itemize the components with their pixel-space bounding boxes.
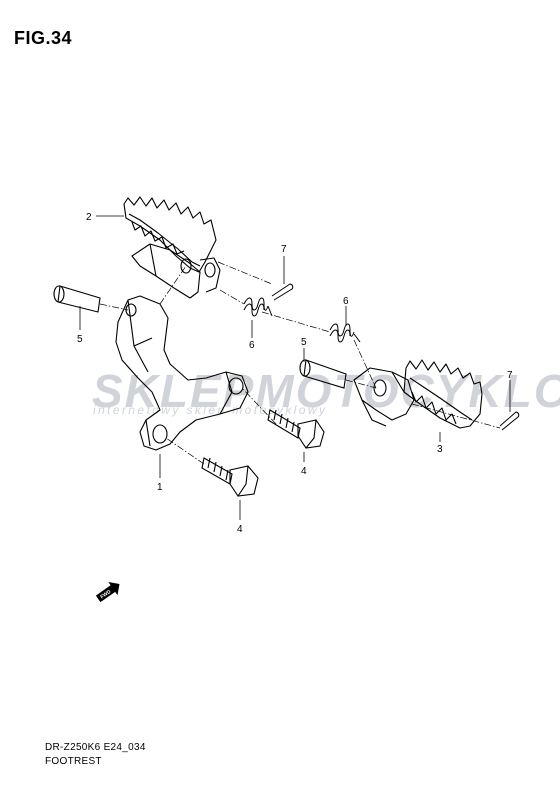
callout-5-right: 5 xyxy=(301,337,307,348)
watermark: SKLEPMOTOCYKLOWY.PL internetowy sklep mo… xyxy=(92,365,560,417)
callout-6-right: 6 xyxy=(343,296,349,307)
callout-2: 2 xyxy=(86,212,92,223)
callout-4-upper: 4 xyxy=(301,466,307,477)
figure-title: FIG.34 xyxy=(14,28,73,48)
callout-4-lower: 4 xyxy=(237,524,243,535)
callout-7-left: 7 xyxy=(281,244,287,255)
watermark-tagline: internetowy sklep motocyklowy xyxy=(93,403,327,417)
footrest-bracket xyxy=(115,295,249,451)
callouts: 2 7 5 6 6 5 7 1 4 3 4 xyxy=(77,212,513,535)
callout-5-left: 5 xyxy=(77,334,83,345)
footrest-right xyxy=(353,359,483,429)
figure-name: FOOTREST xyxy=(45,756,102,767)
spring-left xyxy=(243,297,273,317)
assembly-guide-lines xyxy=(99,261,501,465)
callout-3: 3 xyxy=(437,444,443,455)
bolt-lower xyxy=(201,457,259,497)
leader-lines xyxy=(79,215,511,520)
fwd-label: FWD xyxy=(99,589,112,601)
footrest-left xyxy=(123,196,221,299)
bolt-upper xyxy=(267,409,325,449)
fwd-arrow-icon: FWD xyxy=(95,582,120,603)
callout-6-left: 6 xyxy=(249,340,255,351)
callout-1: 1 xyxy=(157,482,163,493)
callout-7-right: 7 xyxy=(507,370,513,381)
pin-left xyxy=(53,285,101,313)
spring-right xyxy=(329,323,361,343)
cotter-pin-right xyxy=(499,411,520,431)
figure-code: DR-Z250K6 E24_034 xyxy=(45,742,146,753)
pin-right xyxy=(299,359,347,389)
cotter-pin-left xyxy=(271,283,294,301)
